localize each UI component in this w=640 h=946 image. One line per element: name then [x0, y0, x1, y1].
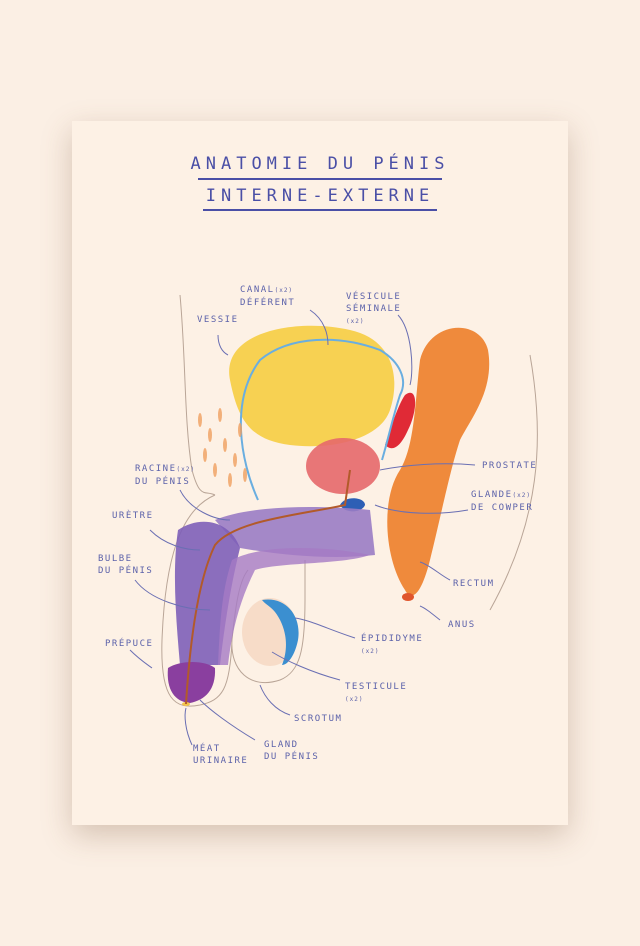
body-outline-back — [489, 354, 538, 611]
label-epididyme: ÉPIDIDYME(x2) — [361, 634, 424, 655]
label-vessie: VESSIE — [197, 315, 239, 325]
vas-deferens — [239, 338, 405, 501]
label-prepuce: PRÉPUCE — [105, 639, 154, 649]
label-uretre: URÈTRE — [112, 511, 154, 521]
body-outline-front — [179, 294, 216, 496]
title-underline — [198, 178, 442, 180]
label-anus: ANUS — [448, 620, 476, 630]
poster-title-line1: ANATOMIE DU PÉNIS — [190, 154, 450, 174]
label-canal-deferent: CANAL(x2)DÉFÉRENT — [240, 285, 296, 308]
label-scrotum: SCROTUM — [294, 714, 343, 724]
seminal-vesicle — [385, 392, 416, 449]
label-rectum: RECTUM — [453, 579, 495, 589]
rectum — [387, 327, 490, 596]
anus — [402, 593, 414, 601]
leader-arrows — [129, 309, 476, 746]
glans — [167, 662, 216, 703]
epididymis — [262, 599, 299, 665]
label-prostate: PROSTATE — [482, 461, 538, 471]
title-underline — [203, 209, 437, 211]
label-glande-cowper: GLANDE(x2)DE COWPER — [471, 490, 534, 513]
penis-root — [215, 507, 375, 558]
penis-bulb — [218, 548, 370, 665]
label-racine: RACINE(x2)DU PÉNIS — [135, 464, 195, 487]
poster-title-line2: INTERNE-EXTERNE — [205, 186, 435, 206]
pubic-hair — [198, 408, 247, 487]
bladder — [229, 325, 395, 447]
prostate — [306, 438, 380, 494]
label-testicule: TESTICULE(x2) — [345, 682, 408, 703]
urethra — [185, 469, 351, 705]
